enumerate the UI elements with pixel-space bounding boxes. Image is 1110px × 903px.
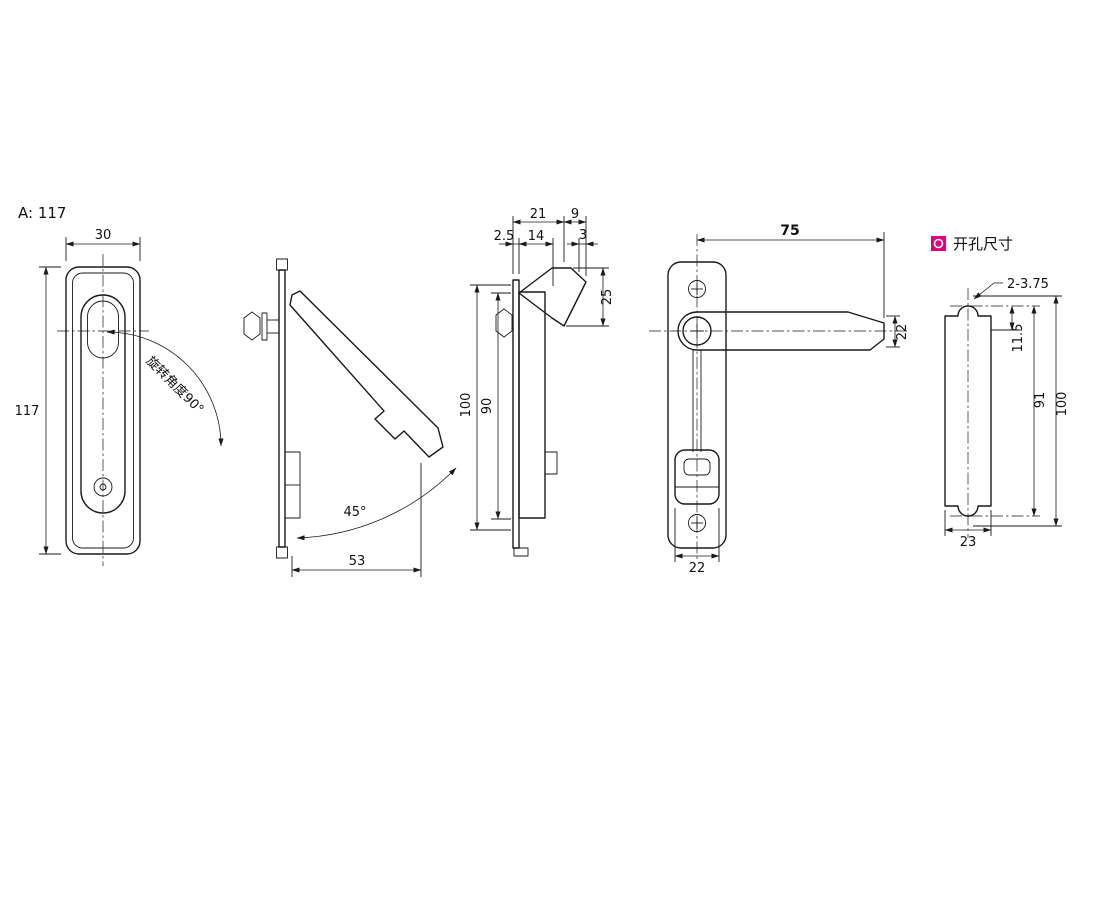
dim-hole-pitch: 91 bbox=[1031, 305, 1048, 517]
top-screw-icon bbox=[688, 280, 706, 298]
open-washer bbox=[261, 312, 268, 341]
dim-23-text: 23 bbox=[960, 535, 977, 550]
pivot-screw-icon bbox=[682, 316, 712, 346]
front-view: 30 117 旋转角度90° bbox=[15, 228, 224, 566]
side-closed-view: 21 9 2.5 14 3 25 bbox=[459, 207, 615, 557]
open-handle-bar bbox=[289, 290, 444, 458]
dim-22-bottom-text: 22 bbox=[689, 561, 706, 576]
dim-open-angle: 45° bbox=[296, 467, 457, 541]
dim-22-right-text: 22 bbox=[895, 324, 910, 341]
dim-hole-offset: 11.5 bbox=[991, 305, 1026, 353]
dim-14-text: 14 bbox=[528, 229, 545, 244]
dim-9-text: 9 bbox=[571, 207, 579, 222]
dim-11-5-text: 11.5 bbox=[1011, 324, 1026, 353]
dim-latch-thickness: 3 bbox=[567, 228, 598, 272]
dim-25-text: 25 bbox=[600, 289, 615, 306]
rear-handle-bar bbox=[677, 311, 885, 351]
closed-housing bbox=[518, 291, 546, 519]
front-handle-pill bbox=[87, 300, 119, 359]
cutout-legend-icon bbox=[931, 236, 946, 251]
dim-21-text: 21 bbox=[530, 207, 547, 222]
rear-latch-window bbox=[683, 458, 711, 476]
closed-clip bbox=[544, 451, 558, 475]
rotation-note-text: 旋转角度90° bbox=[143, 353, 207, 417]
cutout-legend-label: 开孔尺寸 bbox=[953, 235, 1013, 253]
dim-open-angle-text: 45° bbox=[343, 505, 366, 520]
dim-panel-thickness: 2.5 bbox=[494, 229, 520, 274]
dim-cutout-width: 23 bbox=[944, 510, 992, 550]
rear-body-outline bbox=[667, 261, 727, 549]
closed-latch-cam bbox=[518, 267, 587, 327]
dim-front-height: 117 bbox=[15, 266, 61, 555]
rotation-annotation: 旋转角度90° bbox=[106, 329, 224, 447]
open-bottom-tab bbox=[276, 546, 288, 559]
dim-90-text: 90 bbox=[480, 398, 495, 415]
dim-91-text: 91 bbox=[1033, 392, 1048, 409]
cutout-outline bbox=[944, 305, 992, 517]
dim-2-5-text: 2.5 bbox=[494, 229, 515, 244]
closed-panel-plate bbox=[512, 279, 520, 549]
cutout-view: 开孔尺寸 2-3.75 11.5 91 100 23 bbox=[931, 235, 1070, 550]
dim-100-cutout-text: 100 bbox=[1055, 392, 1070, 417]
dim-100-text: 100 bbox=[459, 393, 474, 418]
dim-cutout-height: 100 bbox=[973, 295, 1070, 527]
open-top-tab bbox=[276, 258, 288, 271]
dim-height-outer: 100 bbox=[459, 284, 511, 531]
dim-front-width: 30 bbox=[65, 228, 141, 261]
closed-foot bbox=[513, 547, 529, 557]
dim-handle-length: 75 bbox=[696, 223, 885, 318]
rear-view: 75 22 22 bbox=[649, 223, 910, 576]
rear-latch-housing bbox=[674, 449, 720, 505]
dim-front-width-text: 30 bbox=[95, 228, 112, 243]
dim-open-depth: 53 bbox=[291, 463, 422, 577]
bottom-screw-icon bbox=[688, 514, 706, 532]
part-ref-label: A: 117 bbox=[18, 204, 66, 222]
open-panel-plate bbox=[278, 269, 286, 548]
open-nut bbox=[243, 311, 261, 341]
dim-handle-width: 22 bbox=[886, 315, 910, 348]
dim-open-depth-text: 53 bbox=[349, 554, 366, 569]
dim-latch-width: 22 bbox=[674, 508, 720, 576]
dim-front-height-text: 117 bbox=[15, 404, 40, 419]
dim-75-text: 75 bbox=[780, 223, 799, 239]
dim-cutout-holes: 2-3.75 bbox=[973, 277, 1049, 300]
dim-height-inner: 90 bbox=[480, 292, 511, 520]
dim-holes-text: 2-3.75 bbox=[1007, 277, 1049, 292]
side-open-view: 45° 53 bbox=[243, 258, 457, 577]
dim-body-depth: 14 bbox=[518, 229, 554, 286]
dim-latch-drop: 25 bbox=[566, 267, 615, 327]
dim-3-text: 3 bbox=[579, 228, 587, 243]
